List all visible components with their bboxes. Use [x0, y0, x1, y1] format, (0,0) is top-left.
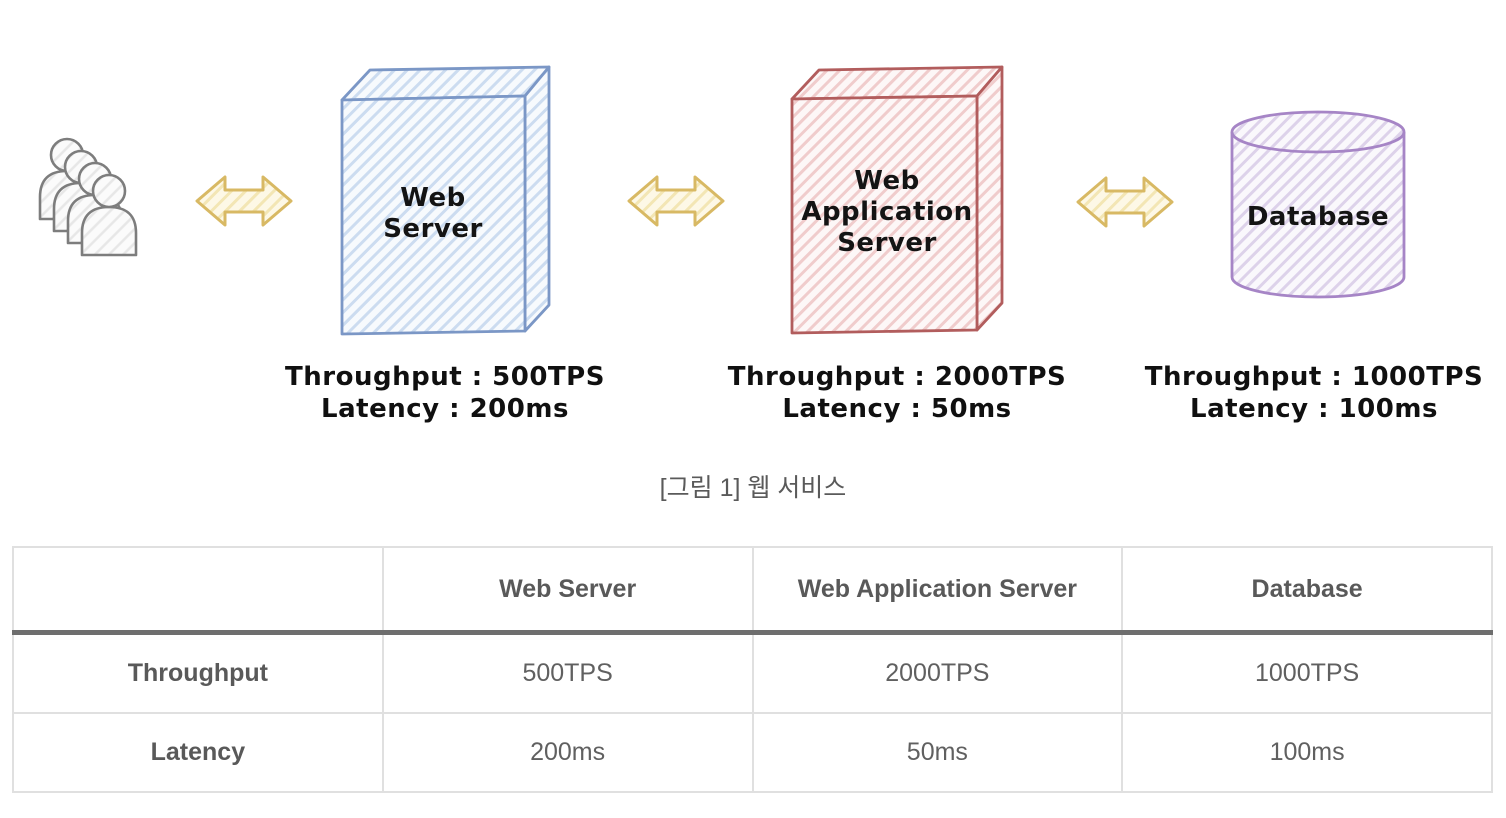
table-row-latency: Latency 200ms 50ms 100ms — [12, 712, 1493, 793]
web-application-server-latency: Latency : 50ms — [782, 394, 1012, 424]
database-latency: Latency : 100ms — [1190, 394, 1438, 424]
row-label-throughput: Throughput — [12, 631, 384, 714]
web-server-throughput: Throughput : 500TPS — [285, 362, 605, 392]
cell-latency-web-server: 200ms — [381, 712, 754, 793]
web-server-latency: Latency : 200ms — [321, 394, 569, 424]
cell-throughput-database: 1000TPS — [1121, 631, 1493, 714]
database-metrics: Throughput : 1000TPS Latency : 100ms — [1104, 361, 1506, 425]
figure-caption: [그림 1] 웹 서비스 — [659, 474, 847, 502]
web-application-server-box — [790, 65, 1004, 335]
bidirectional-arrow-icon — [627, 175, 725, 227]
cell-throughput-web-application-server: 2000TPS — [751, 631, 1124, 714]
metrics-table-container: Web Server Web Application Server Databa… — [12, 546, 1493, 793]
database-throughput: Throughput : 1000TPS — [1144, 362, 1484, 392]
cell-latency-web-application-server: 50ms — [751, 712, 1124, 793]
table-header-row: Web Server Web Application Server Databa… — [12, 546, 1493, 635]
web-server-metrics: Throughput : 500TPS Latency : 200ms — [235, 361, 655, 425]
column-header-web-application-server: Web Application Server — [751, 546, 1124, 635]
metrics-table: Web Server Web Application Server Databa… — [12, 546, 1493, 793]
users-group-icon — [38, 137, 138, 257]
table-row-throughput: Throughput 500TPS 2000TPS 1000TPS — [12, 631, 1493, 714]
cell-throughput-web-server: 500TPS — [381, 631, 754, 714]
database-label: Database — [1246, 202, 1390, 232]
bidirectional-arrow-icon — [195, 175, 293, 227]
row-label-latency: Latency — [12, 712, 384, 793]
database-cylinder — [1230, 110, 1406, 299]
table-corner-cell — [12, 546, 384, 635]
architecture-diagram — [38, 65, 1406, 336]
web-application-server-metrics: Throughput : 2000TPS Latency : 50ms — [687, 361, 1107, 425]
column-header-database: Database — [1121, 546, 1493, 635]
bidirectional-arrow-icon — [1076, 176, 1174, 228]
column-header-web-server: Web Server — [381, 546, 754, 635]
web-application-server-label: Web Application Server — [801, 166, 973, 258]
cell-latency-database: 100ms — [1121, 712, 1493, 793]
web-server-box — [340, 65, 551, 336]
web-server-label: Web Server — [383, 183, 483, 244]
web-application-server-throughput: Throughput : 2000TPS — [727, 362, 1067, 392]
